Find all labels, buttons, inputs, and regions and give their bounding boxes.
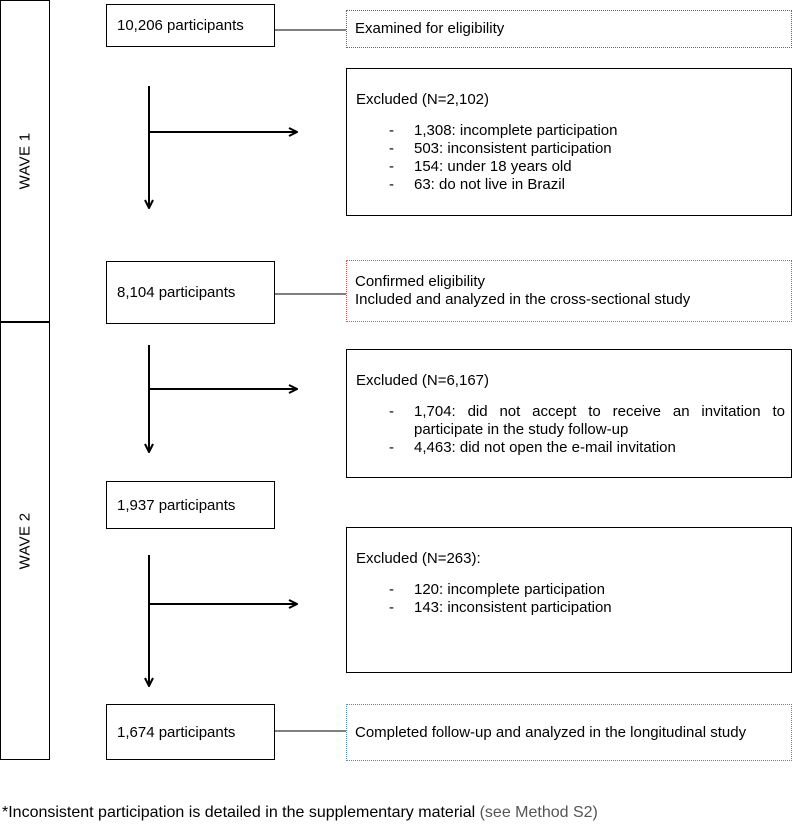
participants-count-3: 1,937 participants [117,496,236,514]
footnote: *Inconsistent participation is detailed … [2,804,598,822]
list-item: 120: incomplete participation [356,581,791,599]
exclusion-title-1: Excluded (N=2,102) [356,91,489,108]
list-item: 143: inconsistent participation [356,599,791,617]
wave-1-panel: WAVE 1 [0,0,50,322]
wave-2-panel: WAVE 2 [0,322,50,760]
participants-box-2: 8,104 participants [106,261,275,324]
participants-box-1: 10,206 participants [106,4,275,47]
confirmed-text-2: Included and analyzed in the cross-secti… [355,291,691,308]
participants-count-2: 8,104 participants [117,284,236,301]
participants-count-4: 1,674 participants [117,723,236,741]
completed-note: Completed follow-up and analyzed in the … [346,704,792,761]
list-item: 154: under 18 years old [356,158,791,176]
exclusion-title-3: Excluded (N=263): [356,550,481,567]
list-item: 503: inconsistent participation [356,140,791,158]
list-item: 63: do not live in Brazil [356,176,791,194]
wave-1-label: WAVE 1 [16,132,34,190]
list-item: 1,704: did not accept to receive an invi… [356,403,791,439]
examined-note: Examined for eligibility [346,10,792,48]
list-item: 4,463: did not open the e-mail invitatio… [356,439,791,457]
confirmed-text-1: Confirmed eligibility [355,273,486,290]
wave-2-label: WAVE 2 [16,512,34,570]
confirmed-note: Confirmed eligibility Included and analy… [346,260,792,322]
participants-count-1: 10,206 participants [117,17,244,34]
exclusion-box-3: Excluded (N=263): 120: incomplete partic… [346,527,792,673]
completed-text: Completed follow-up and analyzed in the … [355,723,747,741]
participants-box-3: 1,937 participants [106,481,275,529]
exclusion-list-1: 1,308: incomplete participation 503: inc… [356,122,791,194]
footnote-text: *Inconsistent participation is detailed … [2,804,480,821]
list-item: 1,308: incomplete participation [356,122,791,140]
exclusion-title-2: Excluded (N=6,167) [356,372,489,389]
examined-text: Examined for eligibility [355,20,505,37]
exclusion-box-2: Excluded (N=6,167) 1,704: did not accept… [346,349,792,478]
exclusion-list-2: 1,704: did not accept to receive an invi… [356,403,791,457]
exclusion-list-3: 120: incomplete participation 143: incon… [356,581,791,617]
footnote-reference: (see Method S2) [479,804,598,821]
exclusion-box-1: Excluded (N=2,102) 1,308: incomplete par… [346,68,792,216]
participants-box-4: 1,674 participants [106,704,275,760]
